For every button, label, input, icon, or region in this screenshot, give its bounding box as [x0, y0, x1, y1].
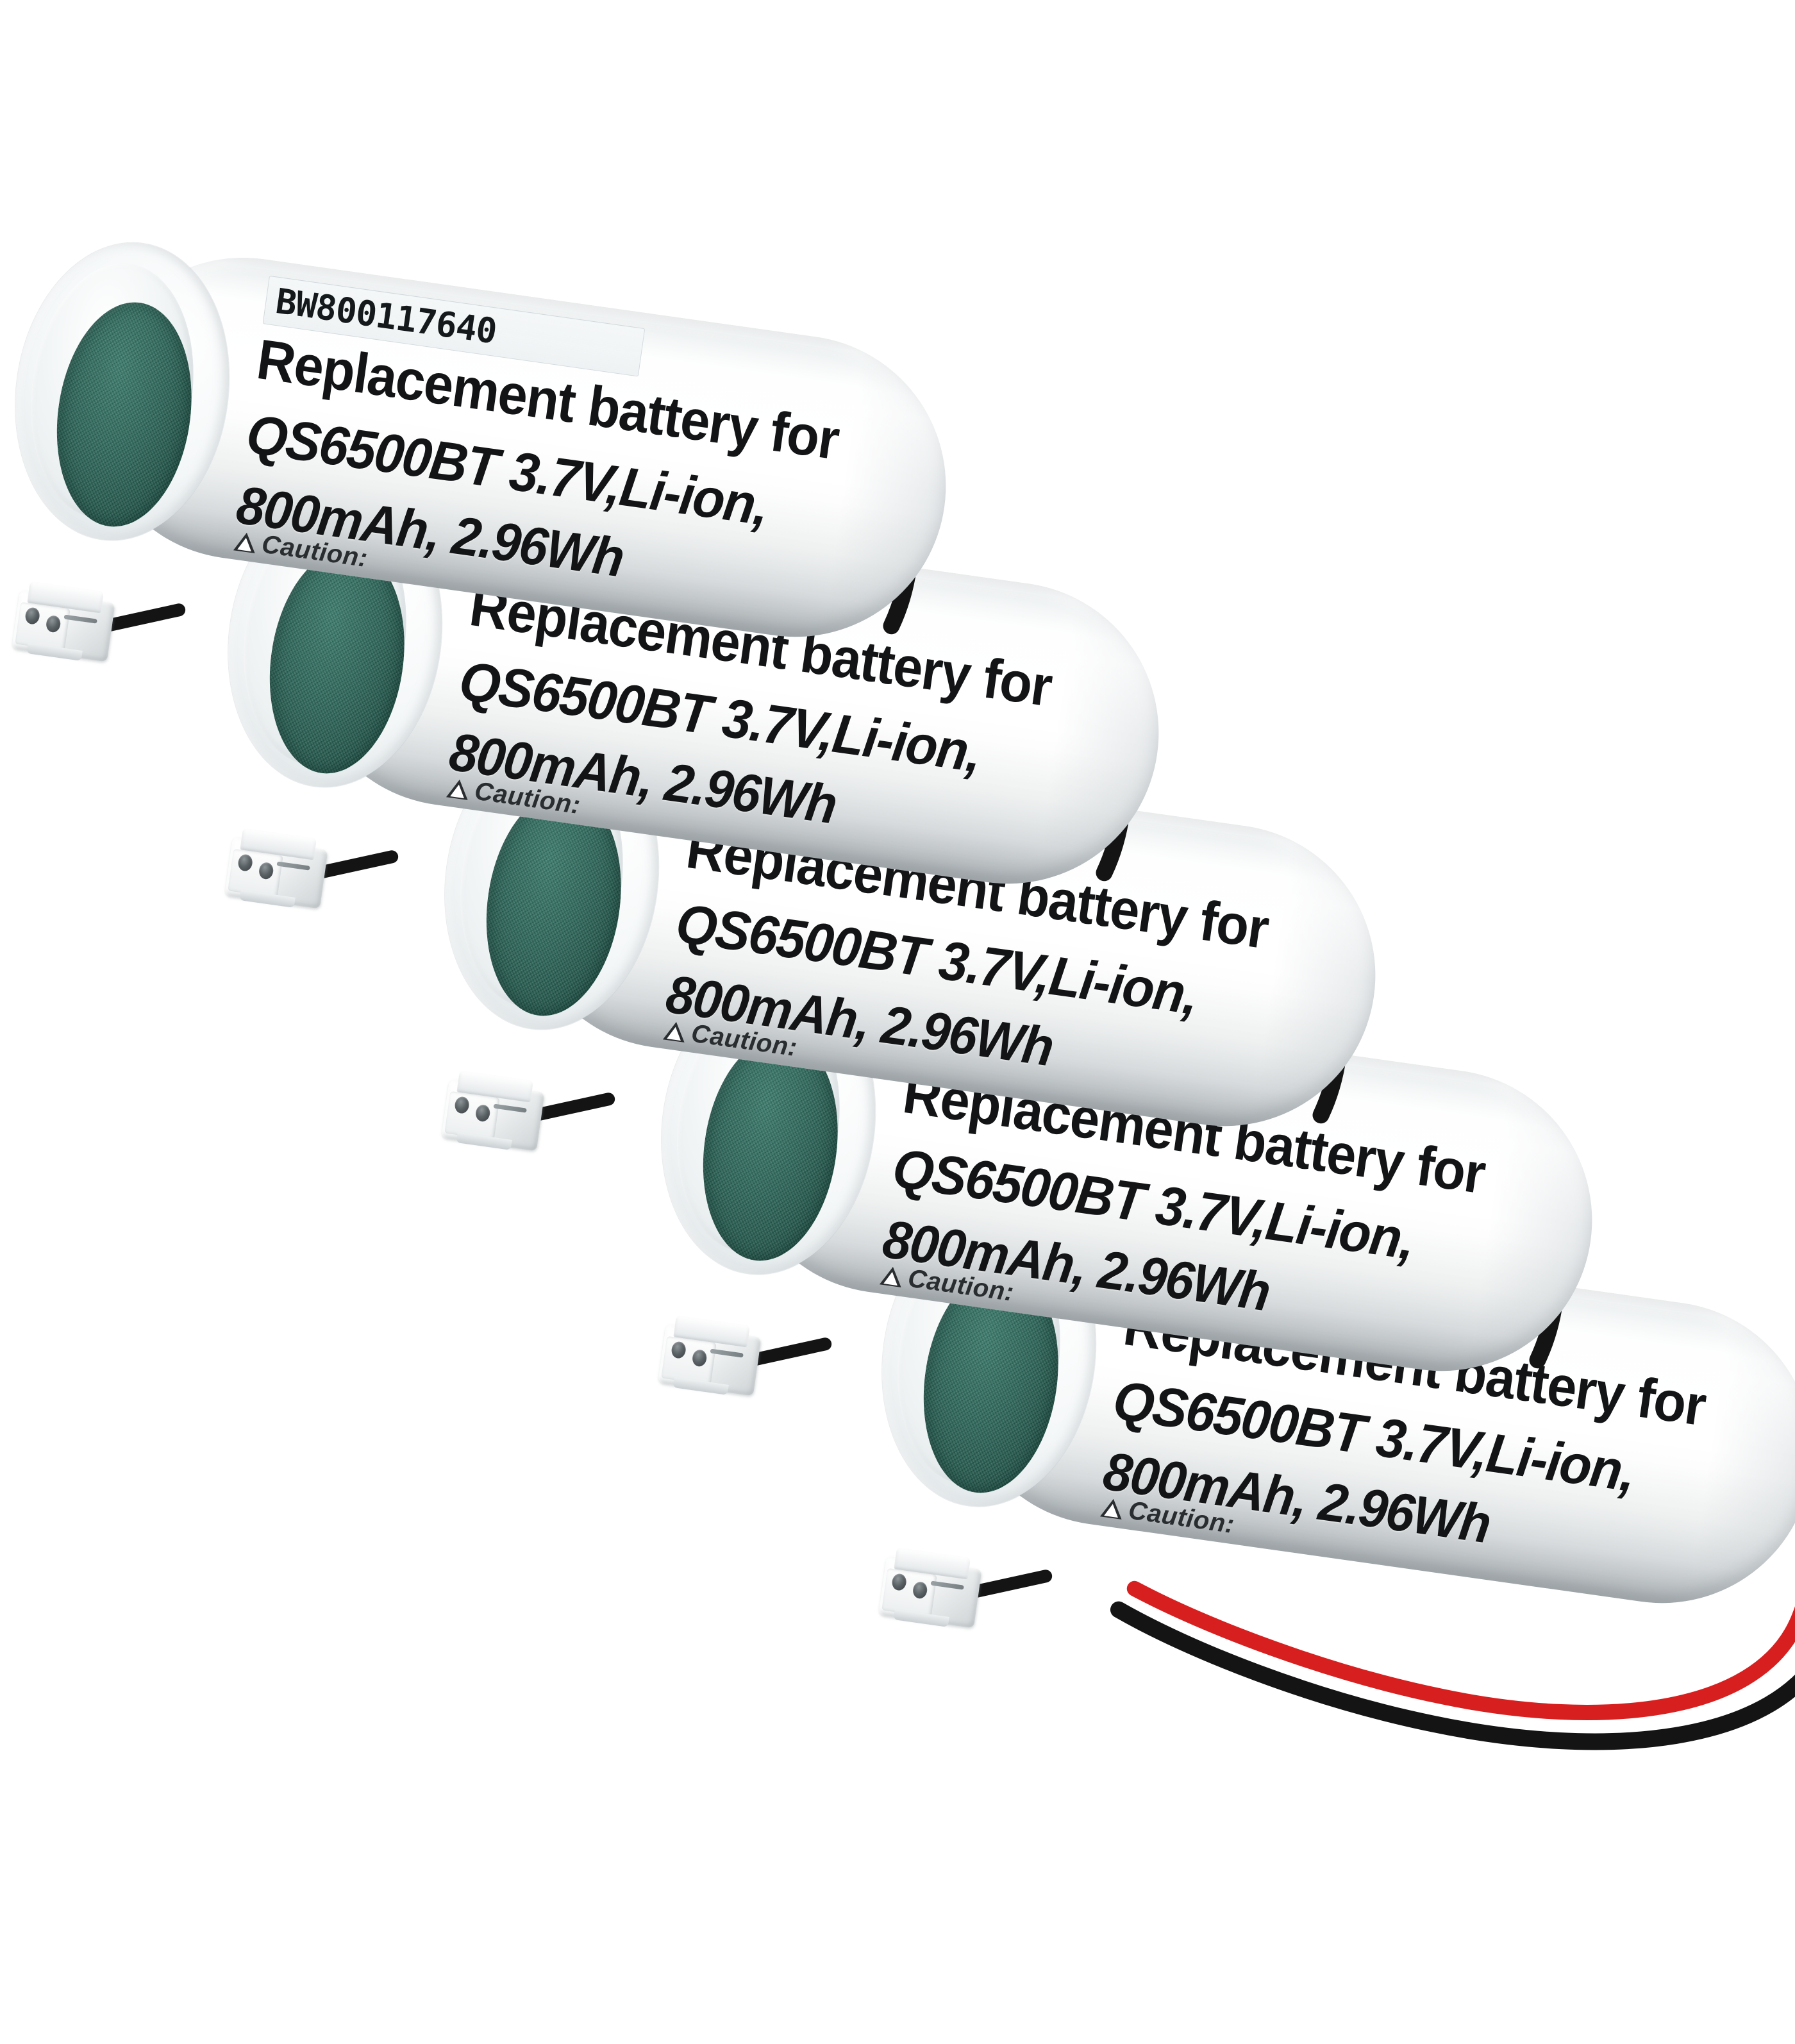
jst-connector: [871, 1545, 996, 1638]
connector-pin-face: [661, 1336, 717, 1386]
jst-connector: [4, 579, 129, 671]
warning-triangle-icon: [446, 778, 471, 800]
jst-connector: [434, 1068, 559, 1160]
connector-pin-face: [881, 1568, 937, 1618]
connector-pin-face: [15, 601, 71, 651]
jst-connector: [217, 826, 342, 918]
connector-pin-face: [228, 848, 283, 898]
warning-triangle-icon: [233, 531, 258, 553]
end-cap-rim: [15, 252, 210, 536]
warning-triangle-icon: [880, 1265, 904, 1287]
warning-triangle-icon: [663, 1020, 687, 1042]
end-cap-insulator-disc: [43, 293, 206, 536]
jst-connector: [651, 1313, 776, 1405]
connector-pin-face: [444, 1091, 500, 1141]
warning-triangle-icon: [1100, 1497, 1124, 1519]
